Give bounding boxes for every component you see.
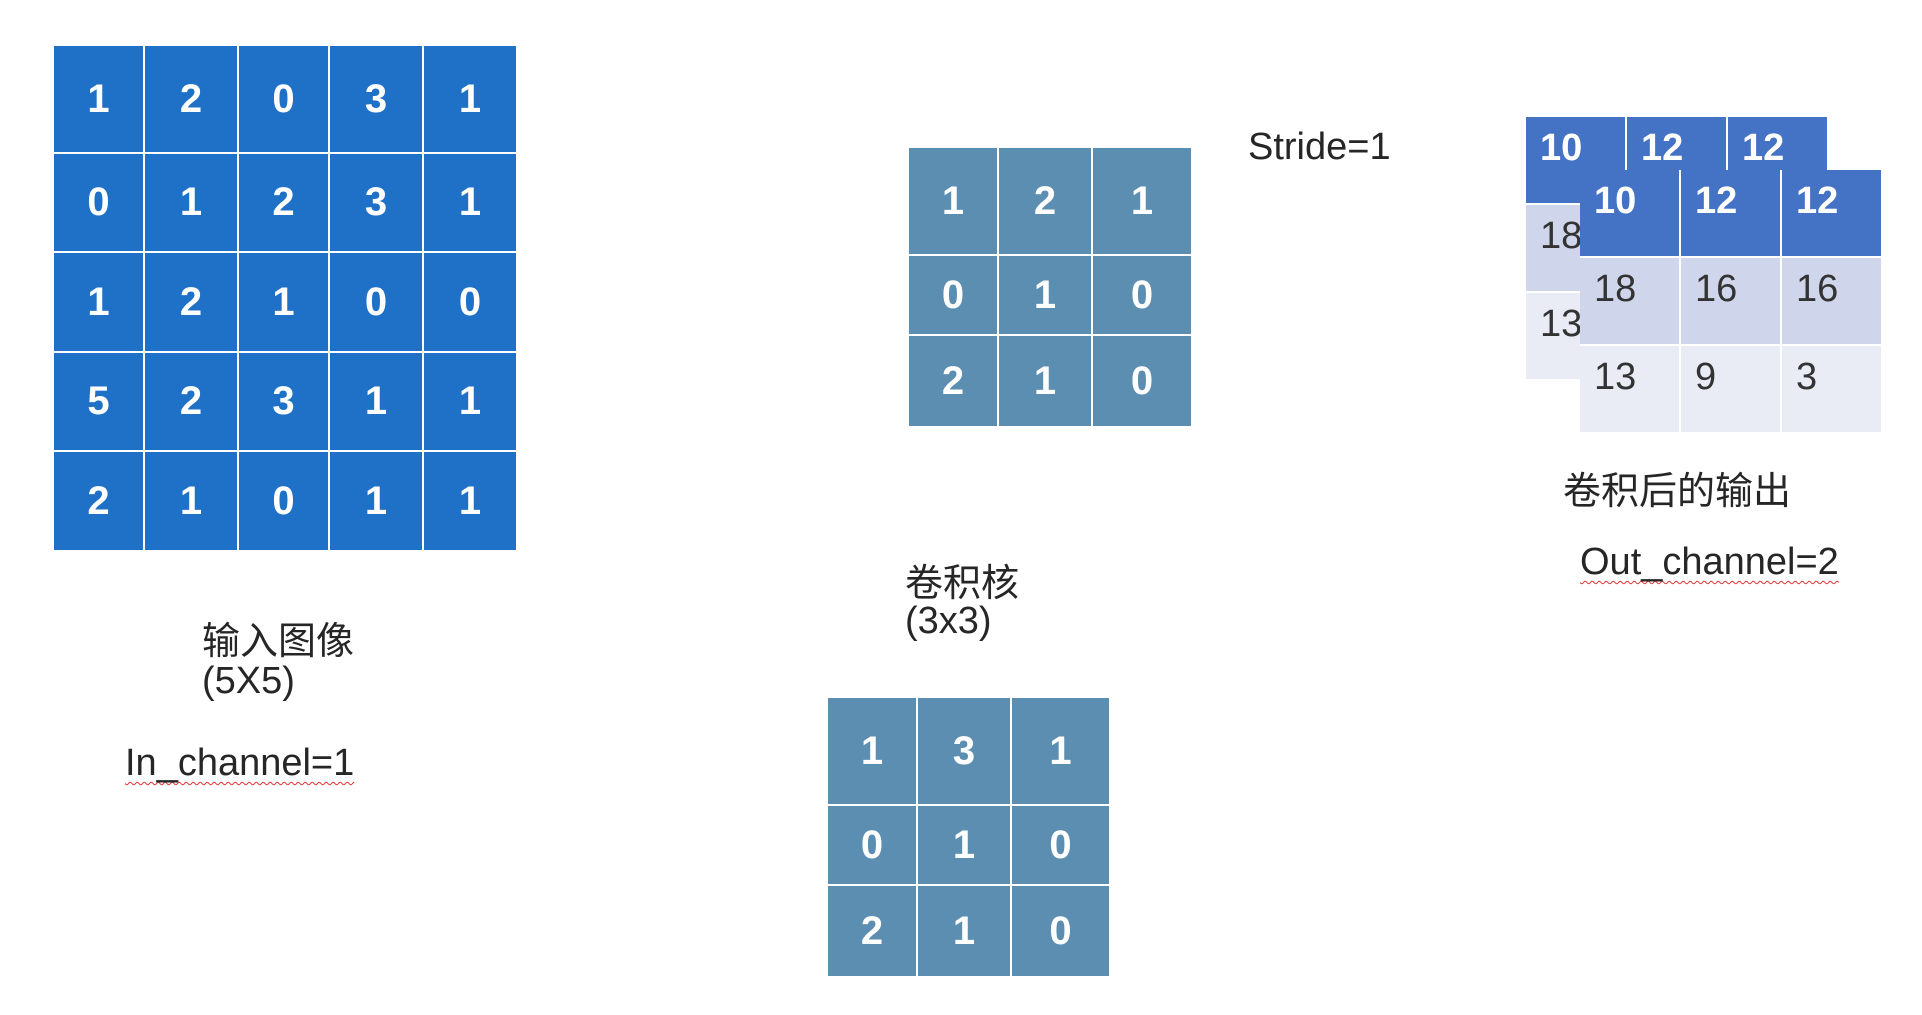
matrix-cell: 0: [424, 253, 516, 351]
matrix-cell: 1: [1093, 148, 1191, 254]
matrix-cell: 1: [54, 46, 143, 152]
output-cell: 12: [1681, 170, 1780, 256]
matrix-cell: 0: [54, 154, 143, 251]
matrix-cell: 1: [330, 452, 422, 550]
in-channel-text: In_channel=1: [125, 742, 355, 784]
matrix-cell: 1: [424, 452, 516, 550]
matrix-cell: 1: [1012, 698, 1109, 804]
output-cell: 13: [1580, 346, 1679, 432]
matrix-cell: 1: [918, 806, 1010, 884]
matrix-cell: 2: [909, 336, 997, 426]
matrix-cell: 3: [330, 154, 422, 251]
matrix-cell: 2: [145, 253, 237, 351]
matrix-cell: 0: [330, 253, 422, 351]
matrix-cell: 0: [239, 452, 328, 550]
matrix-cell: 0: [828, 806, 916, 884]
matrix-cell: 1: [424, 353, 516, 450]
matrix-cell: 1: [909, 148, 997, 254]
matrix-cell: 1: [999, 256, 1091, 334]
output-cell: 9: [1681, 346, 1780, 432]
out-channel-text: Out_channel=2: [1580, 541, 1839, 583]
matrix-cell: 0: [1093, 336, 1191, 426]
kernel-title: 卷积核: [905, 563, 1020, 605]
matrix-cell: 1: [239, 253, 328, 351]
out-channel-label: Out_channel=2: [1580, 541, 1839, 584]
matrix-cell: 0: [239, 46, 328, 152]
matrix-cell: 2: [145, 46, 237, 152]
matrix-cell: 1: [424, 154, 516, 251]
matrix-cell: 2: [145, 353, 237, 450]
output-cell: 16: [1782, 258, 1881, 344]
stride-label: Stride=1: [1248, 126, 1391, 168]
matrix-cell: 3: [330, 46, 422, 152]
kernel-size: (3x3): [905, 600, 992, 642]
output-cell: 18: [1580, 258, 1679, 344]
input-size: (5X5): [202, 660, 295, 702]
matrix-cell: 1: [54, 253, 143, 351]
matrix-cell: 2: [239, 154, 328, 251]
matrix-cell: 1: [424, 46, 516, 152]
output-cell: 12: [1782, 170, 1881, 256]
matrix-cell: 1: [828, 698, 916, 804]
matrix-cell: 0: [909, 256, 997, 334]
matrix-cell: 3: [239, 353, 328, 450]
output-cell: 10: [1580, 170, 1679, 256]
matrix-cell: 2: [999, 148, 1091, 254]
matrix-cell: 5: [54, 353, 143, 450]
in-channel-label: In_channel=1: [125, 742, 354, 785]
matrix-cell: 3: [918, 698, 1010, 804]
matrix-cell: 1: [918, 886, 1010, 976]
matrix-cell: 1: [145, 154, 237, 251]
output-cell: 3: [1782, 346, 1881, 432]
matrix-cell: 1: [145, 452, 237, 550]
matrix-cell: 2: [54, 452, 143, 550]
matrix-cell: 0: [1012, 886, 1109, 976]
input-title: 输入图像: [202, 621, 355, 663]
matrix-cell: 1: [330, 353, 422, 450]
output-cell: 16: [1681, 258, 1780, 344]
output-title: 卷积后的输出: [1563, 471, 1792, 513]
matrix-cell: 1: [999, 336, 1091, 426]
matrix-cell: 2: [828, 886, 916, 976]
matrix-cell: 0: [1093, 256, 1191, 334]
matrix-cell: 0: [1012, 806, 1109, 884]
